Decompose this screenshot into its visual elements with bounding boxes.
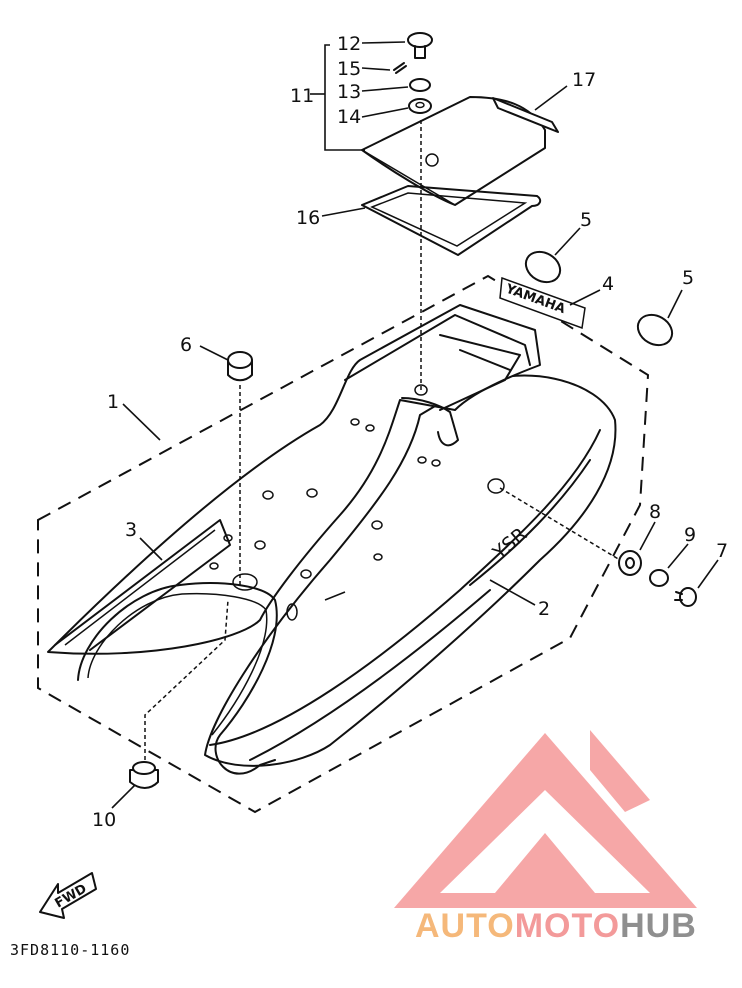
- callout-13: 13: [337, 81, 361, 103]
- rear-cowl: [47, 304, 617, 775]
- gasket: [361, 185, 542, 256]
- screw-12: [407, 32, 433, 59]
- callout-16: 16: [296, 207, 320, 229]
- callout-12: 12: [337, 33, 361, 55]
- grommet-6: [227, 351, 253, 382]
- callout-17: 17: [572, 69, 596, 91]
- callout-10: 10: [92, 809, 116, 831]
- callout-1: 1: [107, 391, 119, 413]
- ring-right: [636, 313, 674, 347]
- grommet-8: [618, 550, 642, 576]
- callout-15: 15: [337, 58, 361, 80]
- callout-8: 8: [649, 501, 661, 523]
- watermark-logo: [394, 730, 697, 908]
- callout-7: 7: [716, 540, 728, 562]
- damper-10: [129, 761, 159, 789]
- fwd-arrow: FWD: [39, 872, 97, 919]
- drawing-code: 3FD8110-1160: [10, 941, 130, 959]
- callout-2: 2: [538, 598, 550, 620]
- assembly-boundary: [37, 274, 650, 814]
- pin-15: [393, 62, 407, 74]
- callout-9: 9: [684, 524, 696, 546]
- callout-14: 14: [337, 106, 361, 128]
- callout-4: 4: [602, 273, 614, 295]
- watermark-moto: MOTO: [515, 907, 620, 945]
- callout-5-left: 5: [580, 209, 592, 231]
- callout-3: 3: [125, 519, 137, 541]
- leader-lines: [111, 41, 719, 809]
- watermark-hub: HUB: [620, 907, 697, 945]
- axis-side: [499, 487, 621, 561]
- callout-6: 6: [180, 334, 192, 356]
- axis-damper: [144, 599, 229, 760]
- washer-14: [408, 98, 432, 114]
- collar-9: [649, 569, 669, 587]
- watermark-text: AUTOMOTOHUB: [415, 907, 697, 945]
- seal-strip: [492, 97, 559, 133]
- callout-11: 11: [290, 85, 314, 107]
- watermark-auto: AUTO: [415, 907, 515, 945]
- callout-5-right: 5: [682, 267, 694, 289]
- bolt-7: [674, 587, 697, 607]
- ring-left: [524, 250, 562, 284]
- nut-13: [409, 78, 431, 92]
